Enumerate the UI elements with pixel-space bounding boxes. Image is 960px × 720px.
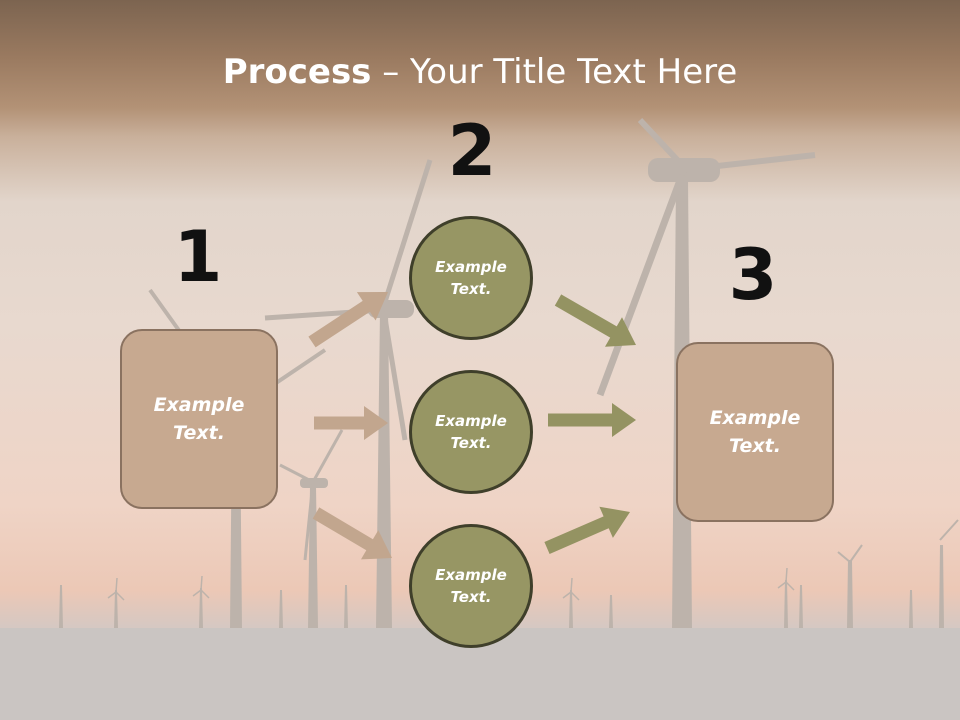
arrow-2-to-3-middle <box>548 403 636 437</box>
step-2-circle-bottom: Example Text. <box>409 524 533 648</box>
step-number-3: 3 <box>728 234 778 316</box>
arrow-1-to-2-middle <box>314 406 388 440</box>
step-2-circle-middle: Example Text. <box>409 370 533 494</box>
step-1-box: Example Text. <box>120 329 278 509</box>
title-bold: Process <box>222 52 372 92</box>
arrow-2-to-3-bottom <box>544 506 630 554</box>
step-2-circle-top-text: Example Text. <box>435 257 507 299</box>
step-3-box: Example Text. <box>676 342 834 522</box>
title-rest: – Your Title Text Here <box>371 52 738 92</box>
step-number-1: 1 <box>173 216 223 298</box>
step-2-circle-top: Example Text. <box>409 216 533 340</box>
arrow-2-to-3-top <box>554 294 636 347</box>
step-1-box-text: Example Text. <box>153 393 245 445</box>
arrow-1-to-2-bottom <box>312 507 392 560</box>
slide-title: Process – Your Title Text Here <box>0 52 960 92</box>
step-number-2: 2 <box>447 110 497 192</box>
arrow-1-to-2-top <box>308 292 388 348</box>
step-2-circle-bottom-text: Example Text. <box>435 565 507 607</box>
step-2-circle-middle-text: Example Text. <box>435 411 507 453</box>
step-3-box-text: Example Text. <box>709 406 801 458</box>
